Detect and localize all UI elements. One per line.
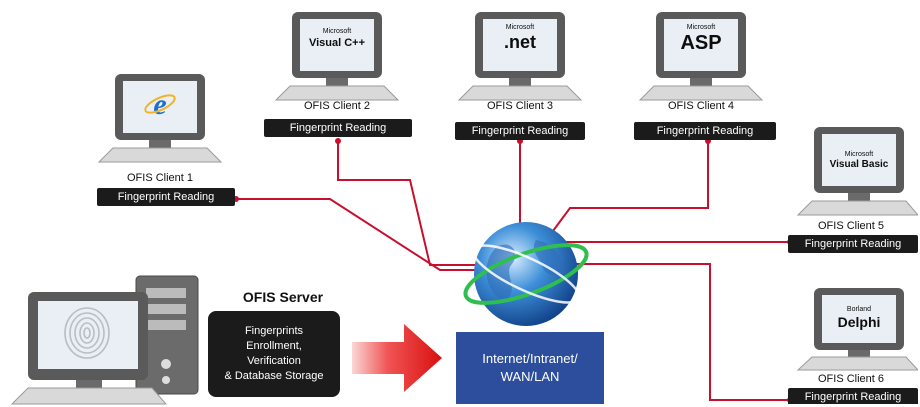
logo-big-text: Visual C++ (308, 37, 366, 49)
monitor-icon (796, 127, 918, 216)
fingerprint-reading-badge: Fingerprint Reading (634, 122, 776, 140)
fingerprint-reading-badge: Fingerprint Reading (455, 122, 585, 140)
globe-icon (463, 222, 589, 326)
logo-big-text: .net (503, 32, 536, 52)
monitor-icon (638, 12, 764, 101)
fingerprint-reading-badge: Fingerprint Reading (264, 119, 412, 137)
connector-client4 (549, 141, 709, 236)
client-name: OFIS Client 5 (817, 220, 885, 232)
network-label: Internet/Intranet/ WAN/LAN (482, 351, 578, 384)
logo-big-text: Visual Basic (829, 159, 889, 170)
server-description: Fingerprints Enrollment, Verification & … (224, 325, 324, 382)
fingerprint-reading-badge: Fingerprint Reading (788, 235, 918, 253)
svg-text:e: e (153, 88, 166, 121)
client-name: OFIS Client 3 (486, 100, 554, 112)
client-name: OFIS Client 6 (817, 373, 885, 385)
internet-explorer-icon: e (144, 88, 176, 121)
server-workstation (10, 275, 199, 405)
fingerprint-icon (64, 307, 110, 359)
monitor-icon (457, 12, 583, 101)
monitor-icon (274, 12, 400, 101)
logo-small-text: Microsoft (505, 24, 535, 31)
client-name: OFIS Client 2 (303, 100, 371, 112)
connector-client6 (560, 263, 790, 401)
logo-big-text: Delphi (837, 314, 881, 330)
fingerprint-reading-badge: Fingerprint Reading (788, 388, 918, 404)
right-arrow-icon (352, 324, 442, 392)
monitor-icon (796, 288, 918, 371)
server-description-box: Fingerprints Enrollment, Verification & … (208, 311, 340, 397)
logo-small-text: Microsoft (322, 28, 352, 35)
server-title: OFIS Server (242, 289, 324, 305)
logo-small-text: Borland (846, 306, 872, 313)
monitor-icon (97, 74, 223, 163)
connector-dot-client2 (335, 138, 341, 144)
connector-client2 (337, 141, 540, 266)
logo-big-text: ASP (680, 32, 722, 54)
network-label-box: Internet/Intranet/ WAN/LAN (456, 332, 604, 404)
logo-small-text: Microsoft (686, 24, 716, 31)
fingerprint-reading-badge: Fingerprint Reading (97, 188, 235, 206)
logo-small-text: Microsoft (844, 151, 874, 158)
client-name: OFIS Client 1 (126, 172, 194, 184)
client-name: OFIS Client 4 (667, 100, 735, 112)
